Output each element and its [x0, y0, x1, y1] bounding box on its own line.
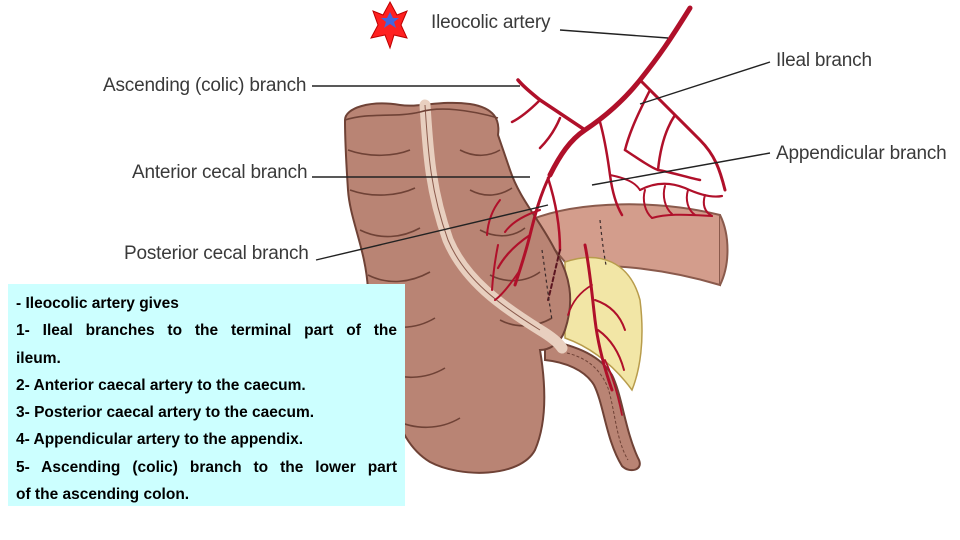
note-line: ileum. — [16, 349, 61, 367]
note-line: 3- Posterior caecal artery to the caecum… — [16, 404, 315, 422]
note-line: 4- Appendicular artery to the appendix. — [16, 431, 304, 449]
note-line: 1- Ileal branches to the terminal part o… — [16, 322, 397, 340]
note-line: 2- Anterior caecal artery to the caecum. — [16, 376, 306, 394]
leader-lines — [312, 29, 771, 261]
note-line: of the ascending colon. — [16, 486, 190, 504]
note-box: - Ileocolic artery gives 1- Ileal branch… — [8, 284, 405, 506]
red-star-icon — [370, 0, 408, 50]
note-line: 5- Ascending (colic) branch to the lower… — [16, 458, 397, 476]
label-ileal-branch: Ileal branch — [776, 50, 872, 71]
label-ileocolic-artery: Ileocolic artery — [431, 12, 551, 33]
label-posterior-cecal-branch: Posterior cecal branch — [124, 243, 309, 264]
arteries — [486, 5, 727, 416]
label-anterior-cecal-branch: Anterior cecal branch — [132, 162, 308, 183]
posterior-course-lines — [541, 219, 607, 321]
label-ascending-branch: Ascending (colic) branch — [103, 75, 307, 96]
label-appendicular-branch: Appendicular branch — [776, 143, 947, 164]
note-line: - Ileocolic artery gives — [16, 295, 179, 312]
